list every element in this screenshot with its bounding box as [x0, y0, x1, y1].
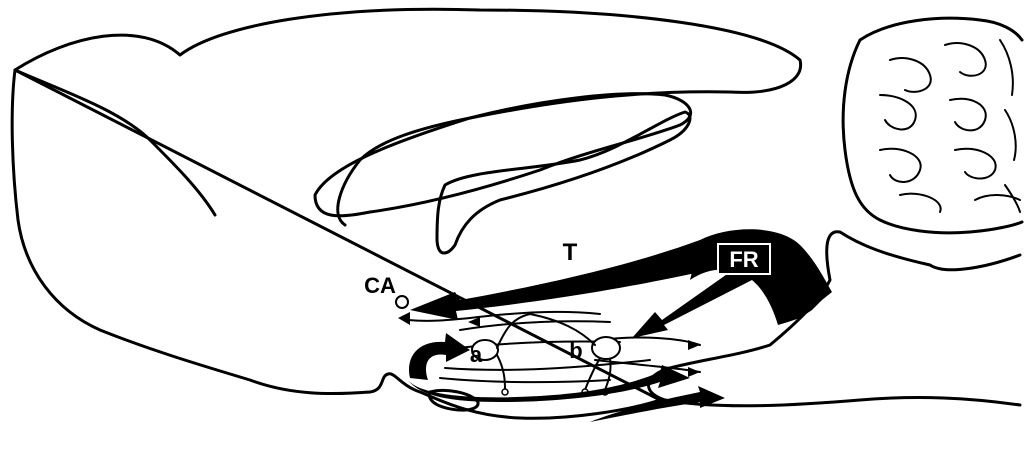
frontal-sulcus [15, 70, 215, 215]
tract-label-t: T [563, 239, 578, 266]
ca-arrowhead [398, 312, 410, 325]
tract-t-arrow[interactable] [410, 240, 700, 320]
small-arrow-3 [688, 367, 700, 377]
curved-arrow-to-a[interactable] [409, 333, 470, 380]
lower-tract-band[interactable] [408, 365, 690, 402]
fr-label: FR [729, 247, 758, 272]
small-arrow-2 [688, 340, 700, 350]
cerebellum-folia [880, 40, 1020, 212]
neuron-b-label: b [569, 338, 582, 363]
ca-node[interactable] [396, 296, 408, 308]
ca-label: CA [364, 273, 396, 298]
neuron-a-label: a [470, 342, 483, 367]
cerebellum-outline [843, 18, 1022, 233]
bottom-connection [440, 378, 610, 382]
ca-arrow[interactable] [408, 318, 470, 321]
